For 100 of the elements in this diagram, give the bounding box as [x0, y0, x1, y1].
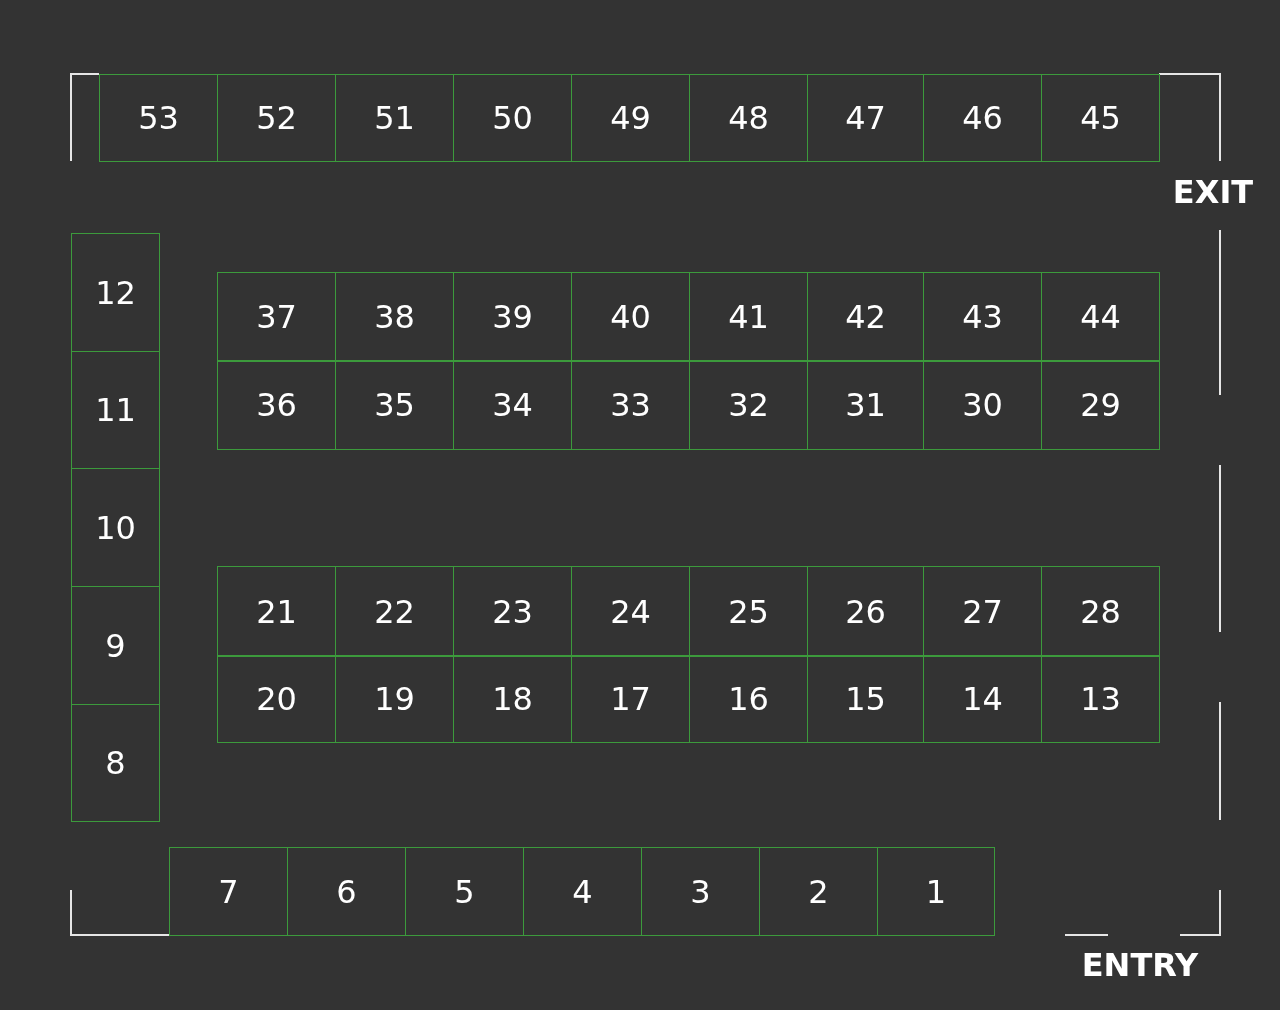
- space-number: 26: [845, 595, 886, 628]
- space-number: 1: [925, 875, 947, 908]
- parking-space: [807, 566, 924, 657]
- space-number: 30: [962, 389, 1003, 421]
- parking-space: [335, 272, 454, 362]
- space-number: 53: [138, 102, 179, 134]
- parking-space: [71, 586, 160, 705]
- parking-space: [453, 272, 572, 362]
- parking-space: [1041, 566, 1160, 657]
- parking-space: [335, 74, 454, 162]
- space-number: 24: [610, 595, 651, 628]
- parking-space: [923, 655, 1042, 743]
- sign-label: ENTRY: [1081, 949, 1199, 981]
- parking-space: [571, 74, 690, 162]
- parking-space: [571, 272, 690, 362]
- space-number: 4: [572, 875, 593, 908]
- space-number: 37: [256, 301, 297, 333]
- space-number: 46: [962, 102, 1003, 134]
- space-number: 32: [728, 389, 769, 421]
- space-number: 8: [105, 747, 126, 779]
- parking-space: [689, 74, 808, 162]
- parking-space: [923, 566, 1042, 657]
- space-number: 50: [492, 102, 533, 134]
- parking-space: [217, 360, 336, 450]
- parking-space: [1041, 655, 1160, 743]
- space-number: 29: [1080, 389, 1121, 421]
- parking-space: [807, 272, 924, 362]
- parking-space: [453, 74, 572, 162]
- parking-space: [807, 360, 924, 450]
- space-number: 41: [728, 301, 769, 333]
- parking-space: [71, 468, 160, 587]
- space-number: 6: [336, 875, 357, 908]
- parking-space: [759, 847, 878, 936]
- space-number: 34: [492, 389, 533, 421]
- space-number: 36: [256, 389, 297, 421]
- parking-space: [453, 566, 572, 657]
- space-number: 11: [95, 394, 136, 426]
- space-number: 19: [374, 683, 415, 715]
- space-number: 28: [1080, 595, 1121, 628]
- space-number: 43: [962, 301, 1003, 333]
- sign-label: EXIT: [1172, 176, 1254, 208]
- space-number: 10: [95, 511, 136, 544]
- space-number: 17: [610, 683, 651, 715]
- space-number: 52: [256, 102, 297, 134]
- space-number: 38: [374, 301, 415, 333]
- parking-space: [405, 847, 524, 936]
- parking-space: [523, 847, 642, 936]
- parking-space: [807, 655, 924, 743]
- space-number: 14: [962, 683, 1003, 715]
- space-number: 49: [610, 102, 651, 134]
- parking-space: [335, 360, 454, 450]
- space-number: 40: [610, 301, 651, 333]
- parking-space: [923, 272, 1042, 362]
- space-number: 27: [962, 595, 1003, 628]
- space-number: 42: [845, 301, 886, 333]
- parking-space: [169, 847, 288, 936]
- space-number: 21: [256, 595, 297, 628]
- space-number: 35: [374, 389, 415, 421]
- space-number: 44: [1080, 301, 1121, 333]
- space-number: 23: [492, 595, 533, 628]
- space-number: 3: [690, 875, 711, 908]
- space-number: 22: [374, 595, 415, 628]
- space-number: 51: [374, 102, 415, 134]
- parking-space: [689, 272, 808, 362]
- parking-space: [335, 566, 454, 657]
- parking-space: [571, 566, 690, 657]
- space-number: 5: [454, 875, 475, 908]
- space-number: 25: [728, 595, 769, 628]
- space-number: 48: [728, 102, 769, 134]
- space-number: 15: [845, 683, 886, 715]
- space-number: 13: [1080, 683, 1121, 715]
- parking-space: [641, 847, 760, 936]
- space-number: 33: [610, 389, 651, 421]
- space-number: 16: [728, 683, 769, 715]
- space-number: 18: [492, 683, 533, 715]
- parking-space: [571, 655, 690, 743]
- space-number: 9: [105, 629, 126, 662]
- parking-space: [217, 74, 336, 162]
- space-number: 45: [1080, 102, 1121, 134]
- parking-space: [1041, 74, 1160, 162]
- parking-space: [217, 655, 336, 743]
- parking-space: [335, 655, 454, 743]
- parking-space: [217, 566, 336, 657]
- parking-space: [453, 360, 572, 450]
- space-number: 7: [218, 875, 239, 908]
- parking-space: [689, 360, 808, 450]
- parking-space: [689, 655, 808, 743]
- parking-space: [287, 847, 406, 936]
- parking-space: [1041, 360, 1160, 450]
- parking-space: [807, 74, 924, 162]
- parking-space: [453, 655, 572, 743]
- parking-space: [877, 847, 995, 936]
- parking-space: [923, 74, 1042, 162]
- parking-space: [71, 351, 160, 469]
- space-number: 12: [95, 276, 136, 309]
- parking-space: [571, 360, 690, 450]
- parking-space: [1041, 272, 1160, 362]
- parking-space: [923, 360, 1042, 450]
- parking-space: [71, 233, 160, 352]
- space-number: 47: [845, 102, 886, 134]
